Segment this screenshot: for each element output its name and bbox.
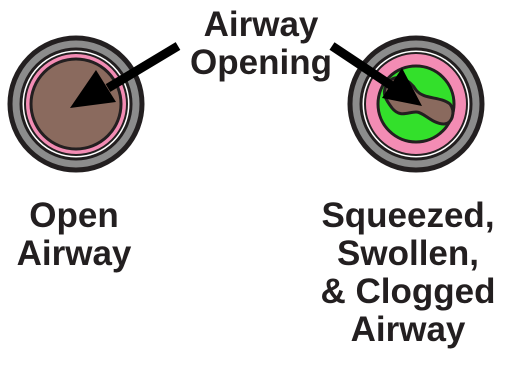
airway-opening-label-line1: Airway <box>166 6 356 44</box>
open-airway-label-line1: Open <box>4 197 144 235</box>
airway-opening-label: Airway Opening <box>166 6 356 82</box>
airway-opening-label-line2: Opening <box>166 44 356 82</box>
clogged-airway-label: Squeezed, Swollen, & Clogged Airway <box>300 197 516 349</box>
open-airway-label: Open Airway <box>4 197 144 273</box>
clogged-airway-label-line1: Squeezed, <box>300 197 516 235</box>
open-airway-label-line2: Airway <box>4 235 144 273</box>
clogged-airway-label-line3: & Clogged <box>300 273 516 311</box>
clogged-airway-label-line4: Airway <box>300 311 516 349</box>
clogged-airway-label-line2: Swollen, <box>300 235 516 273</box>
